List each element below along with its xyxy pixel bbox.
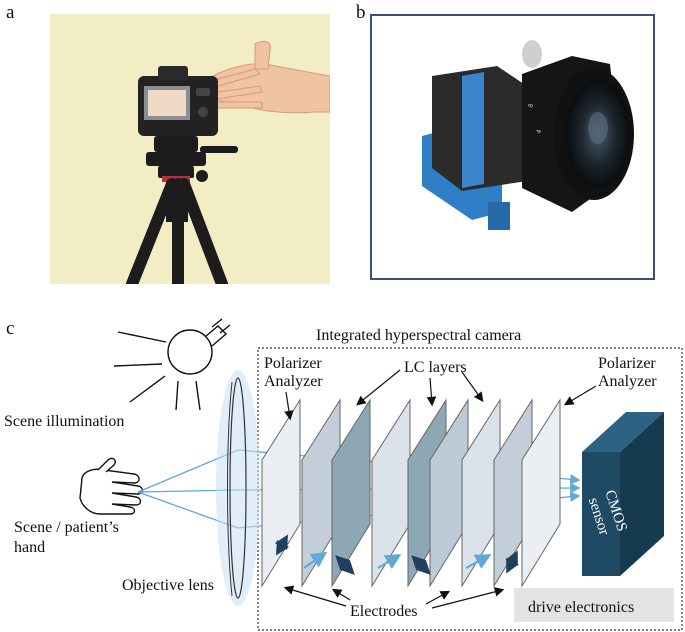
lc-plate-3 bbox=[371, 398, 411, 588]
polarizer-plate-right bbox=[521, 398, 561, 588]
objective-lens bbox=[216, 370, 260, 606]
scene-hand-label-2: hand bbox=[14, 539, 45, 556]
tripod-legs bbox=[126, 178, 228, 284]
camera-housing bbox=[432, 66, 527, 191]
hyperspectral-camera-diagram: Integrated hyperspectral camera Scene il… bbox=[4, 318, 683, 631]
hand-icon bbox=[79, 457, 144, 515]
scene-illumination-label: Scene illumination bbox=[4, 413, 124, 430]
lc-layers-label: LC layers bbox=[404, 359, 467, 376]
orientation-arrows bbox=[274, 534, 519, 575]
lightbulb-icon bbox=[113, 318, 231, 411]
hand-photo bbox=[198, 41, 330, 114]
polarizer-right-label-2: Analyzer bbox=[598, 373, 657, 390]
camera-body bbox=[138, 66, 218, 136]
polarizer-left-label-2: Analyzer bbox=[264, 373, 323, 390]
lens: 8 4 bbox=[522, 40, 634, 212]
panel-label-a: a bbox=[6, 2, 15, 23]
scene-hand-label-1: Scene / patient’s bbox=[14, 519, 119, 536]
polarizer-plate-left bbox=[261, 398, 301, 588]
svg-text:4: 4 bbox=[534, 128, 543, 134]
lc-plate-2 bbox=[331, 398, 371, 588]
cmos-sensor bbox=[582, 412, 664, 576]
panel-label-c: c bbox=[6, 318, 15, 339]
electrodes-label: Electrodes bbox=[350, 603, 418, 620]
svg-text:8: 8 bbox=[526, 102, 535, 108]
panel-label-b: b bbox=[356, 2, 366, 23]
drive-electronics-box bbox=[514, 588, 674, 622]
polarizer-left-label-1: Polarizer bbox=[264, 355, 322, 372]
camera-enclosure bbox=[257, 347, 683, 631]
tripod-head bbox=[146, 136, 238, 182]
camera-title: Integrated hyperspectral camera bbox=[316, 327, 521, 344]
objective-lens-label: Objective lens bbox=[122, 577, 214, 594]
photo-compact-camera: 8 4 bbox=[370, 14, 655, 280]
polarizer-right-label-1: Polarizer bbox=[598, 355, 656, 372]
drive-electronics-label: drive electronics bbox=[528, 599, 634, 616]
photo-camera-tripod bbox=[50, 14, 330, 284]
